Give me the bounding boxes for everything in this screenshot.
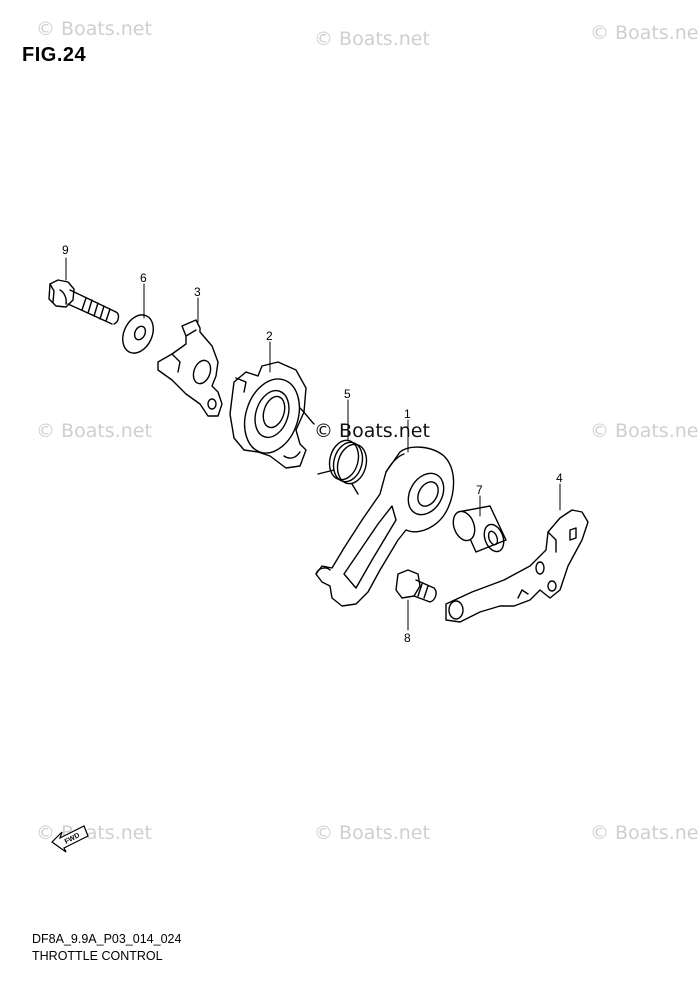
part-7-collar xyxy=(452,505,507,553)
callout-5: 5 xyxy=(344,387,351,401)
part-2-pulley xyxy=(229,361,315,469)
watermark: © Boats.net xyxy=(314,28,430,50)
footer: DF8A_9.9A_P03_014_024 THROTTLE CONTROL xyxy=(32,931,181,965)
callout-2: 2 xyxy=(266,329,273,343)
leader-lines xyxy=(65,257,561,631)
part-5-spring xyxy=(317,439,368,495)
watermark: © Boats.net xyxy=(314,822,430,844)
callout-6: 6 xyxy=(140,271,147,285)
watermark: © Boats.net xyxy=(36,420,152,442)
callout-8: 8 xyxy=(404,631,411,645)
figure-title: FIG.24 xyxy=(22,44,87,66)
part-3-bracket xyxy=(157,319,223,417)
watermark-dark: © Boats.net xyxy=(314,420,430,442)
part-1-throttle-lever xyxy=(315,446,455,607)
watermark: © Boats.net xyxy=(590,822,698,844)
watermark: © Boats.net xyxy=(36,18,152,40)
callout-9: 9 xyxy=(62,243,69,257)
watermark: © Boats.net xyxy=(590,22,698,44)
part-9-bolt xyxy=(48,279,120,325)
callout-4: 4 xyxy=(556,471,563,485)
part-8-bolt xyxy=(395,569,437,603)
watermark: © Boats.net xyxy=(590,420,698,442)
callout-7: 7 xyxy=(476,483,483,497)
callout-3: 3 xyxy=(194,285,201,299)
part-4-link-plate xyxy=(445,509,589,623)
footer-code: DF8A_9.9A_P03_014_024 xyxy=(32,932,182,946)
callout-1: 1 xyxy=(404,407,411,421)
part-6-washer xyxy=(122,314,154,354)
fwd-arrow-icon: FWD xyxy=(51,825,89,853)
footer-section-title: THROTTLE CONTROL xyxy=(32,949,163,963)
